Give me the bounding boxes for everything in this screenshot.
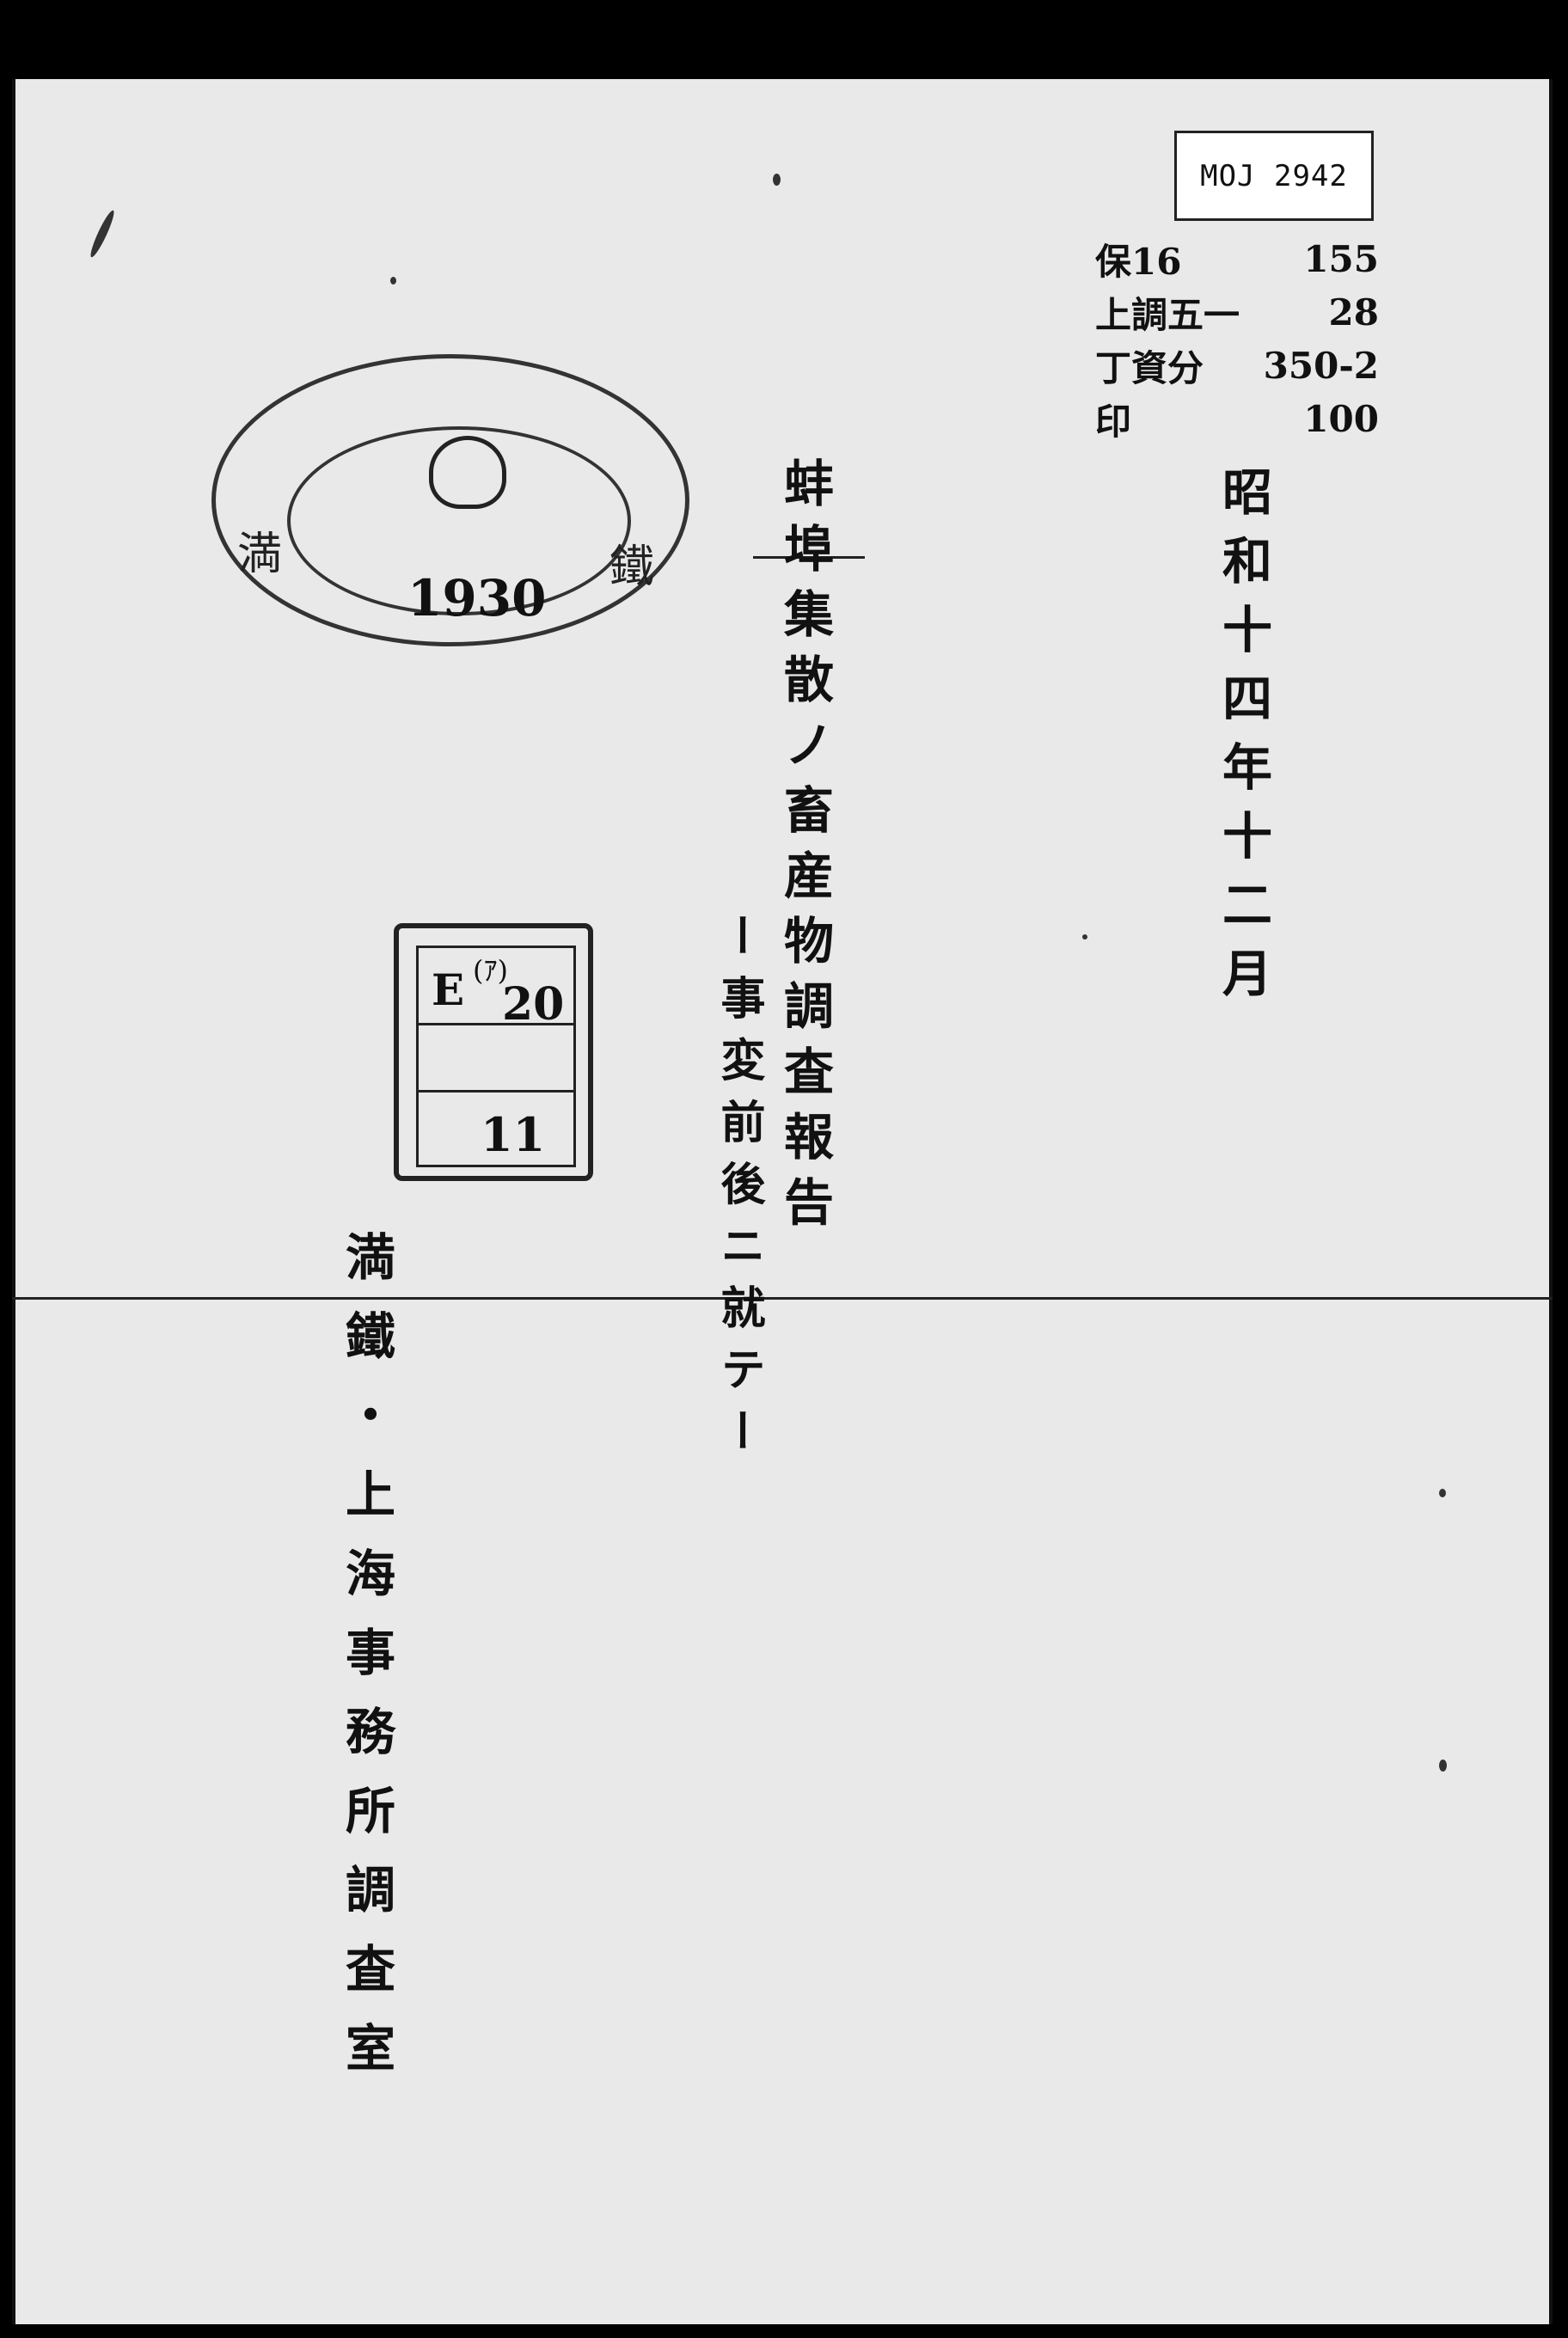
scan-speck (1082, 934, 1087, 939)
scan-speck (1439, 1760, 1447, 1772)
stamp-number-top: 20 (502, 978, 565, 1031)
code-row: 印 100 (1095, 392, 1379, 445)
scan-speck (390, 277, 396, 285)
code-row: 上調五一 28 (1095, 285, 1379, 339)
code-label: 保16 (1095, 240, 1182, 283)
page-edge-right (1549, 79, 1553, 2324)
code-label: 丁資分 (1095, 346, 1204, 389)
stamp-cell (416, 1023, 576, 1091)
title-rule (753, 556, 865, 559)
code-label: 印 (1095, 400, 1132, 443)
stamp-mark: (ｱ) (473, 954, 508, 987)
code-value: 350-2 (1263, 344, 1379, 387)
stamp-year: 1930 (407, 569, 547, 627)
code-label: 上調五一 (1095, 293, 1240, 336)
fold-line (12, 1297, 1553, 1300)
id-label: MOJ 2942 (1174, 131, 1374, 221)
code-row: 保16 155 (1095, 232, 1379, 285)
scan-speck (1439, 1489, 1446, 1497)
stamp-number-bottom: 11 (481, 1107, 546, 1162)
code-value: 155 (1303, 237, 1379, 280)
document-organization: 満鐵・上海事務所調査室 (337, 1231, 395, 2101)
page-edge-left (12, 79, 15, 2324)
oval-stamp-inner (287, 426, 631, 615)
emblem-icon (429, 436, 506, 509)
oval-stamp (211, 354, 689, 646)
stamp-char-left: 満 (237, 529, 283, 580)
code-row: 丁資分 350-2 (1095, 339, 1379, 392)
stamp-cell (416, 1090, 576, 1167)
stamp-char-right: 鐵 (609, 542, 655, 593)
document-subtitle: ー事変前後ニ就テー (713, 913, 765, 1470)
document-date: 昭和十四年十二月 (1214, 466, 1272, 1016)
code-list: 保16 155 上調五一 28 丁資分 350-2 印 100 (1095, 232, 1379, 445)
document-title: 蚌埠集散ノ畜産物調査報告 (775, 457, 834, 1241)
scan-speck (87, 208, 118, 260)
code-value: 100 (1303, 397, 1379, 440)
catalog-stamp: E (ｱ) 20 11 (394, 923, 593, 1181)
document-page: MOJ 2942 保16 155 上調五一 28 丁資分 350-2 印 100… (12, 79, 1553, 2324)
code-value: 28 (1328, 291, 1379, 334)
scan-speck (773, 174, 781, 186)
stamp-cell (416, 946, 576, 1024)
stamp-letter: E (432, 964, 465, 1015)
